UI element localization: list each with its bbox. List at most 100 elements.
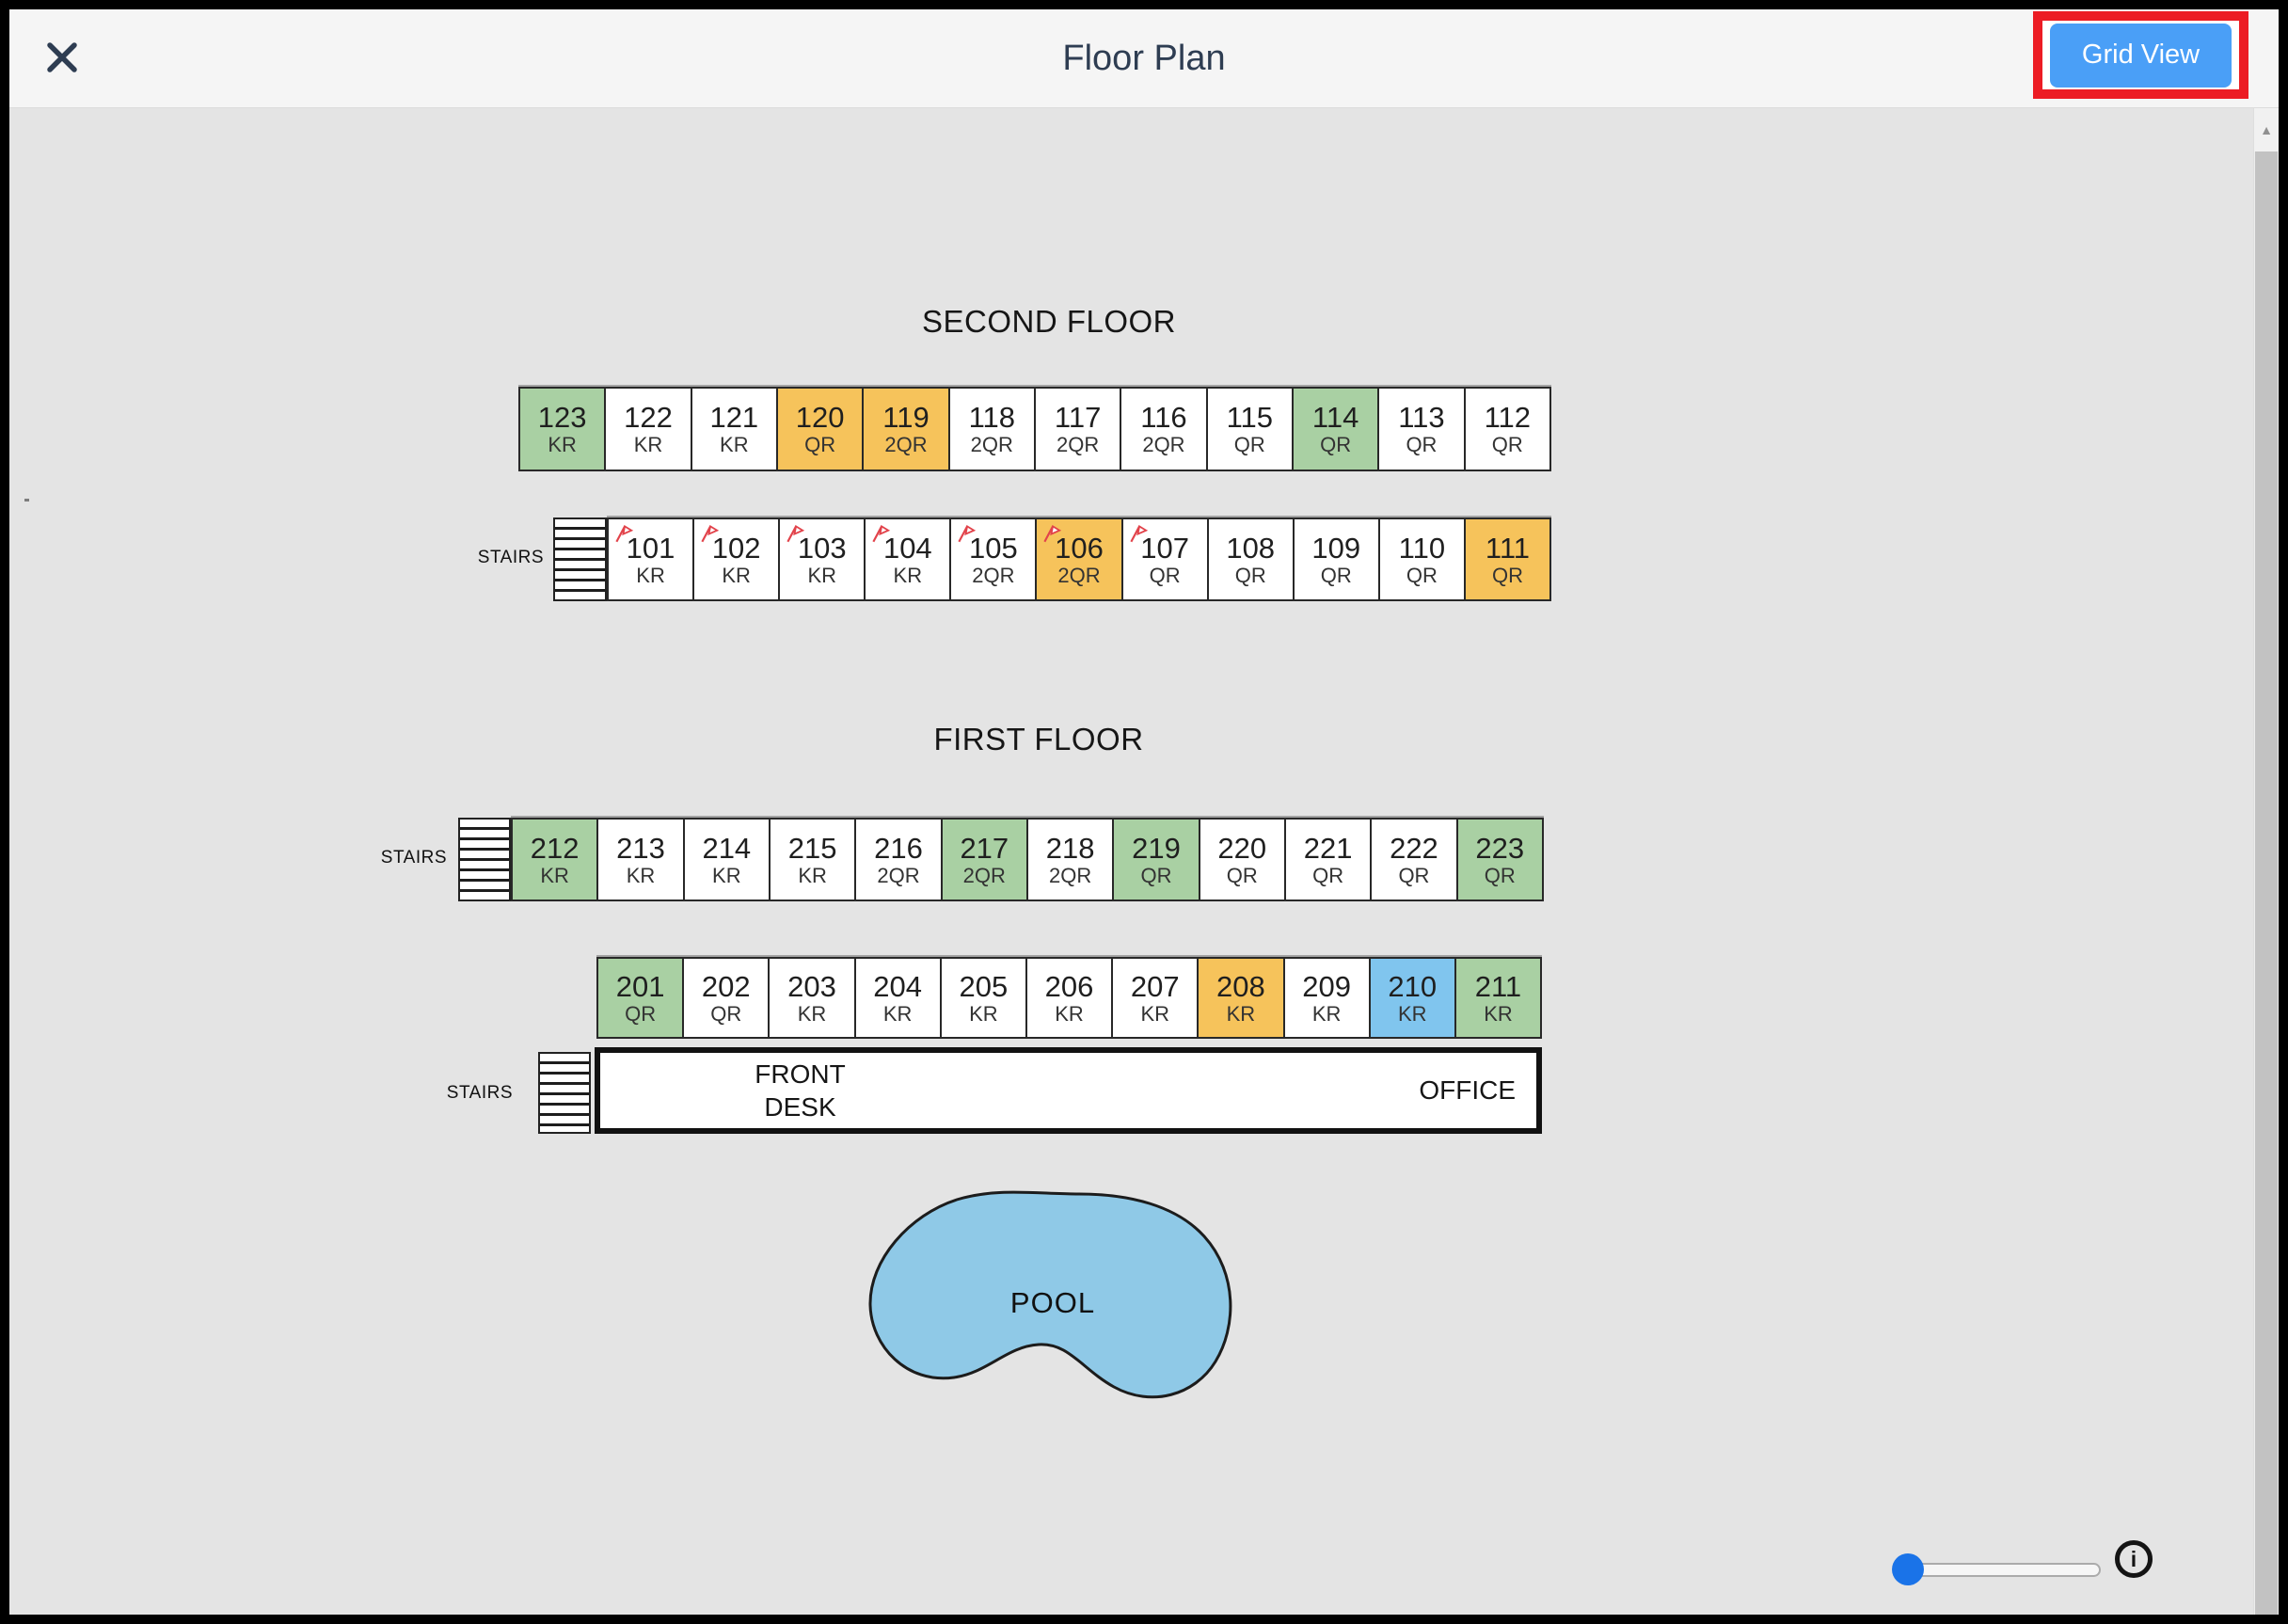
floor-label-second: SECOND FLOOR bbox=[921, 304, 1177, 339]
scrollbar-thumb[interactable] bbox=[2255, 151, 2278, 1615]
room-number: 120 bbox=[795, 401, 845, 434]
slider-track[interactable] bbox=[1905, 1563, 2101, 1577]
room-type-label: KR bbox=[720, 433, 749, 456]
room-number: 218 bbox=[1045, 831, 1095, 865]
room-number: 205 bbox=[959, 969, 1009, 1003]
room-type-label: KR bbox=[1311, 1001, 1342, 1026]
office-label: OFFICE bbox=[1419, 1075, 1516, 1105]
room-type-label: KR bbox=[1484, 1001, 1513, 1026]
stairs-label: STAIRS bbox=[446, 1083, 513, 1103]
slider-thumb[interactable] bbox=[1892, 1553, 1924, 1585]
flag-icon bbox=[958, 524, 977, 543]
grid-view-button[interactable]: Grid View bbox=[2050, 23, 2232, 88]
room-type-label: KR bbox=[633, 433, 663, 456]
room-type-label: 2QR bbox=[972, 563, 1015, 587]
room-type-label: QR bbox=[1398, 863, 1430, 887]
room-number: 122 bbox=[624, 401, 673, 434]
room-type-label: KR bbox=[882, 1001, 913, 1026]
room-number: 209 bbox=[1302, 969, 1351, 1003]
room-type-label: KR bbox=[807, 563, 837, 587]
front-desk-line1: FRONT bbox=[755, 1059, 846, 1089]
front-desk-area: FRONT DESK OFFICE bbox=[595, 1047, 1542, 1134]
close-icon[interactable] bbox=[45, 40, 79, 74]
room-number: 213 bbox=[616, 831, 665, 865]
room-type-label: QR bbox=[1406, 433, 1438, 456]
room-number: 206 bbox=[1044, 969, 1094, 1003]
room-type-label: QR bbox=[625, 1001, 657, 1026]
modal-header: Floor Plan Grid View bbox=[9, 9, 2279, 108]
room-type-label: KR bbox=[1226, 1001, 1256, 1026]
room-type-label: QR bbox=[1140, 863, 1172, 887]
room-number: 112 bbox=[1484, 401, 1531, 434]
room-type-label: KR bbox=[722, 563, 751, 587]
room-type-label: QR bbox=[1491, 563, 1523, 587]
room-number: 109 bbox=[1311, 531, 1361, 565]
pool-shape bbox=[868, 1190, 1232, 1399]
room-number: 103 bbox=[797, 531, 847, 565]
room-type-label: QR bbox=[804, 433, 836, 456]
room-number: 104 bbox=[882, 531, 932, 565]
room-type-label: QR bbox=[1320, 563, 1352, 587]
flag-icon bbox=[615, 524, 634, 543]
stairs bbox=[538, 1052, 591, 1134]
room-type-label: KR bbox=[626, 863, 656, 887]
zoom-slider[interactable] bbox=[1892, 1553, 2101, 1585]
room-number: 220 bbox=[1217, 831, 1267, 865]
scroll-up-button[interactable]: ▲ bbox=[2254, 108, 2279, 151]
info-icon[interactable]: i bbox=[2115, 1540, 2153, 1578]
room-number: 210 bbox=[1388, 969, 1438, 1003]
scrollbar[interactable]: ▲ bbox=[2253, 108, 2279, 1615]
floor-label-first: FIRST FLOOR bbox=[933, 722, 1144, 756]
room-number: 212 bbox=[530, 831, 580, 865]
room-type-label: KR bbox=[893, 563, 923, 587]
